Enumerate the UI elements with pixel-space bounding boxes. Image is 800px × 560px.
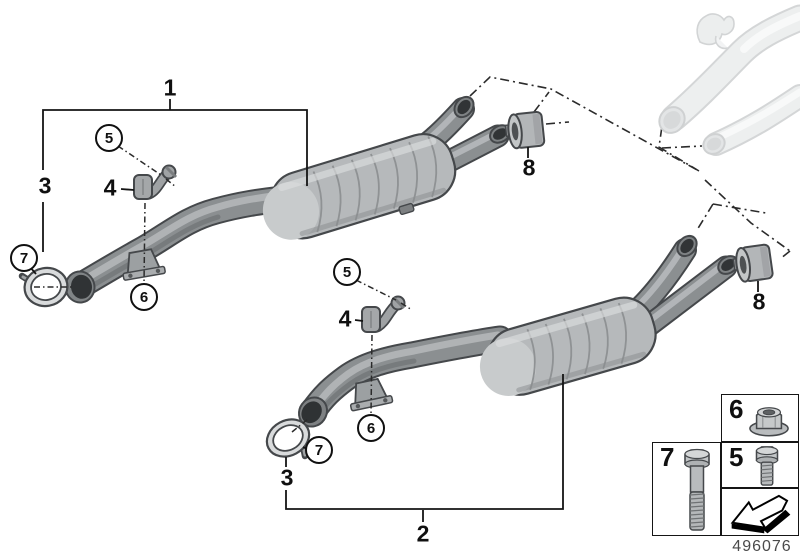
tailpipe-end: [453, 95, 475, 119]
clamp-sleeve-1: [504, 111, 546, 150]
callout-1-assembly[interactable]: 1: [163, 74, 177, 101]
exhaust-mount-1: [133, 164, 178, 200]
front-pipe-1: [64, 185, 296, 304]
legend-cell-direction[interactable]: [721, 488, 799, 536]
front-silencer-assembly-1: [18, 95, 546, 308]
direction-arrow-icon: [730, 494, 791, 534]
legend-cell-short-bolt[interactable]: 5: [721, 442, 799, 488]
callout-2-assembly[interactable]: 2: [416, 520, 430, 547]
callout-4-mount-2[interactable]: 4: [338, 305, 352, 332]
legend-label-6: 6: [729, 394, 744, 424]
legend-cell-flange-nut[interactable]: 6: [721, 394, 799, 442]
exhaust-mount-2: [361, 295, 406, 333]
callout-3-clamp-1[interactable]: 3: [38, 172, 52, 199]
callout-4-mount-1[interactable]: 4: [103, 174, 117, 201]
muffler-1: [262, 133, 457, 240]
callout-8-sleeve-2[interactable]: 8: [752, 288, 766, 315]
ghost-pipe-upper: [658, 4, 800, 134]
legend-label-5: 5: [729, 442, 744, 472]
ghost-hanger-bracket: [696, 13, 735, 46]
callout-7-circle-2[interactable]: 7: [305, 436, 333, 464]
callout-6-circle-1[interactable]: 6: [130, 283, 158, 311]
callout-7-circle-1[interactable]: 7: [10, 244, 38, 272]
flange-nut-icon: [749, 407, 789, 437]
callout-6-circle-2[interactable]: 6: [357, 414, 385, 442]
reference-lines: [34, 145, 413, 433]
front-silencer-assembly-2: [265, 234, 774, 460]
callout-5-circle-1[interactable]: 5: [95, 124, 123, 152]
legend-label-7: 7: [660, 442, 675, 472]
drawing-number: 496076: [732, 538, 792, 555]
callout-8-sleeve-1[interactable]: 8: [522, 154, 536, 181]
callout-3-clamp-2[interactable]: 3: [280, 464, 294, 491]
long-bolt-icon: [684, 448, 710, 531]
front-pipe-2: [297, 325, 514, 428]
cut-lines: [469, 76, 791, 262]
ghost-pipes: [658, 4, 800, 156]
short-bolt-icon: [755, 446, 779, 486]
clamp-2: [265, 418, 311, 460]
callout-5-circle-2[interactable]: 5: [333, 258, 361, 286]
muffler-2: [479, 296, 657, 396]
clamp-sleeve-2: [732, 243, 774, 283]
legend-cell-long-bolt[interactable]: 7: [652, 442, 721, 536]
clamp-1: [18, 266, 69, 308]
ghost-pipe-lower: [702, 84, 800, 156]
